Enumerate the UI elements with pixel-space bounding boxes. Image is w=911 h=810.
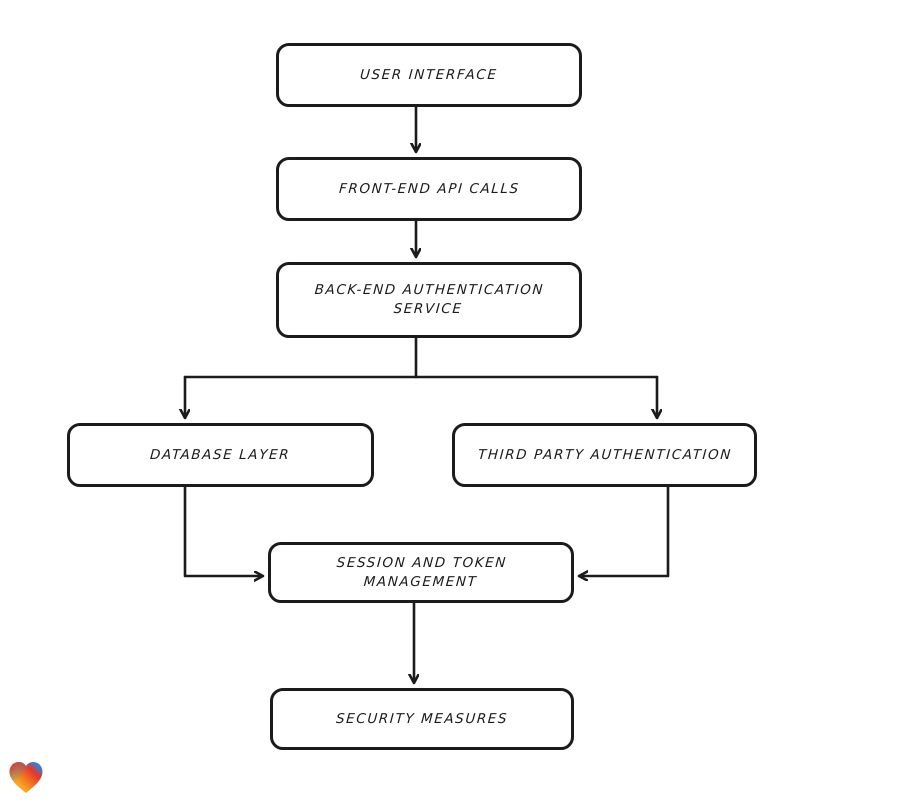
heart-icon [9, 762, 43, 793]
edge-database-to-session [183, 485, 262, 576]
node-database-layer[interactable]: Database Layer [67, 423, 374, 487]
node-security-measures[interactable]: Security Measures [270, 688, 574, 750]
node-front-end-api-calls[interactable]: Front-End API Calls [276, 157, 582, 221]
node-label-database-layer: Database Layer [149, 446, 292, 463]
edge-thirdparty-to-session [580, 485, 670, 576]
node-label-third-party-authentication: Third Party Authentication [477, 446, 733, 463]
node-third-party-authentication[interactable]: Third Party Authentication [452, 423, 757, 487]
node-label-security-measures: Security Measures [335, 710, 509, 727]
node-label-session-and-token-management: Session and Token Management [335, 554, 508, 590]
node-label-front-end-api-calls: Front-End API Calls [338, 180, 520, 197]
node-back-end-authentication-service[interactable]: Back-End Authentication Service [276, 262, 582, 338]
node-label-user-interface: User Interface [359, 66, 499, 83]
node-label-back-end-authentication-service: Back-End Authentication Service [314, 282, 545, 317]
node-session-and-token-management[interactable]: Session and Token Management [268, 542, 574, 603]
node-user-interface[interactable]: User Interface [276, 43, 582, 107]
